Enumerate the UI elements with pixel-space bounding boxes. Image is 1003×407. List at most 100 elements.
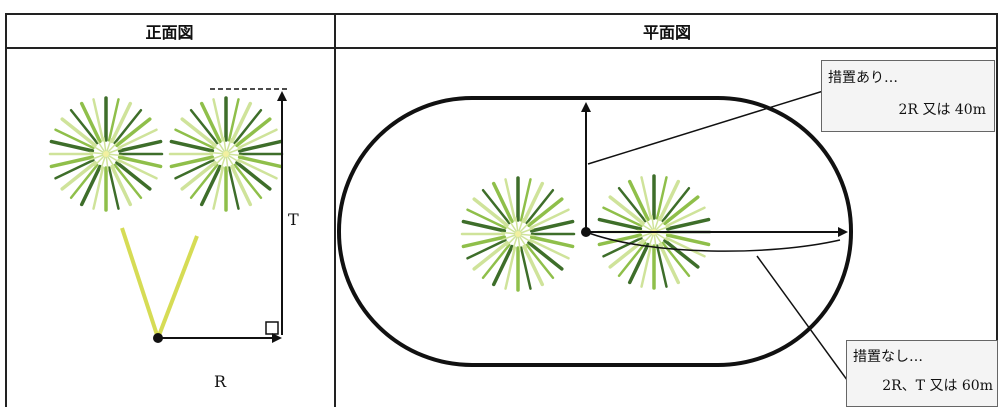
- with-measures-title: 措置あり…: [828, 70, 898, 86]
- burst-ray: [472, 240, 509, 271]
- burst-ray: [49, 139, 95, 153]
- height-label: T: [288, 210, 299, 229]
- burst-ray: [461, 219, 507, 233]
- burst-ray: [230, 164, 253, 207]
- firework-burst-plan-right: [596, 174, 712, 290]
- with-measures-distance: 2R 又は 40m: [898, 102, 986, 118]
- burst-ray: [54, 128, 95, 150]
- burst-ray: [665, 236, 706, 258]
- header-row: [5, 13, 998, 49]
- burst-ray: [113, 163, 143, 200]
- burst-ray: [49, 155, 95, 169]
- burst-ray: [199, 164, 222, 207]
- burst-ray: [115, 160, 152, 191]
- burst-ray: [174, 158, 215, 180]
- burst-ray: [527, 197, 564, 228]
- burst-ray: [525, 243, 555, 280]
- burst-ray: [529, 238, 570, 260]
- burst-ray: [640, 244, 653, 288]
- burst-ray: [69, 163, 99, 200]
- burst-ray: [180, 117, 217, 148]
- column-divider: [334, 13, 336, 407]
- burst-ray: [527, 240, 564, 271]
- firework-burst-front-right: [168, 96, 284, 212]
- burst-ray: [663, 238, 700, 269]
- burst-ray: [602, 236, 643, 258]
- burst-ray: [529, 219, 575, 233]
- burst-ray: [504, 178, 517, 222]
- burst-ray: [237, 158, 278, 180]
- burst-ray: [79, 164, 102, 207]
- launch-trails: [120, 227, 199, 339]
- burst-ray: [466, 238, 507, 260]
- burst-ray: [597, 233, 643, 247]
- burst-ray: [640, 176, 653, 220]
- burst-ray: [522, 181, 545, 224]
- firework-burst-front-left: [48, 96, 164, 212]
- burst-ray: [665, 233, 711, 247]
- burst-ray: [212, 98, 225, 142]
- burst-ray: [237, 128, 278, 150]
- burst-ray: [212, 166, 225, 210]
- burst-ray: [79, 101, 102, 144]
- burst-ray: [627, 242, 650, 285]
- burst-ray: [525, 188, 555, 225]
- burst-ray: [60, 160, 97, 191]
- burst-ray: [227, 98, 240, 142]
- burst-core: [103, 151, 109, 157]
- burst-ray: [519, 178, 532, 222]
- burst-ray: [60, 117, 97, 148]
- burst-ray: [69, 108, 99, 145]
- burst-ray: [92, 98, 105, 142]
- burst-ray: [481, 243, 511, 280]
- burst-ray: [235, 117, 272, 148]
- burst-ray: [169, 155, 215, 169]
- burst-ray: [658, 242, 681, 285]
- measurement-curve: [585, 231, 841, 252]
- firework-burst-plan-left: [460, 176, 576, 292]
- burst-ray: [110, 164, 133, 207]
- burst-ray: [235, 160, 272, 191]
- burst-ray: [597, 217, 643, 231]
- burst-ray: [180, 160, 217, 191]
- burst-ray: [665, 217, 711, 231]
- burst-ray: [199, 101, 222, 144]
- burst-ray: [117, 158, 158, 180]
- burst-ray: [233, 108, 263, 145]
- burst-ray: [107, 98, 120, 142]
- burst-ray: [230, 101, 253, 144]
- burst-ray: [491, 244, 514, 287]
- burst-ray: [113, 108, 143, 145]
- burst-ray: [519, 246, 532, 290]
- burst-ray: [237, 155, 283, 169]
- without-measures-distance: 2R、T 又は 60m: [882, 378, 993, 394]
- burst-ray: [522, 244, 545, 287]
- burst-ray: [602, 206, 643, 228]
- burst-ray: [529, 235, 575, 249]
- burst-ray: [504, 246, 517, 290]
- callout-leader-top: [587, 87, 834, 165]
- burst-ray: [466, 208, 507, 230]
- callout-with-measures: 措置あり… 2R 又は 40m: [821, 60, 995, 132]
- table-frame: [5, 13, 998, 407]
- burst-ray: [661, 186, 691, 223]
- burst-ray: [189, 108, 219, 145]
- safety-zone-boundary: [337, 96, 853, 367]
- radius-label: R: [214, 372, 227, 391]
- burst-ray: [481, 188, 511, 225]
- burst-ray: [110, 101, 133, 144]
- burst-ray: [627, 179, 650, 222]
- burst-ray: [655, 176, 668, 220]
- burst-ray: [663, 195, 700, 226]
- burst-ray: [461, 235, 507, 249]
- burst-ray: [117, 155, 163, 169]
- burst-ray: [54, 158, 95, 180]
- burst-ray: [658, 179, 681, 222]
- burst-ray: [617, 186, 647, 223]
- burst-core: [515, 231, 521, 237]
- burst-ray: [92, 166, 105, 210]
- burst-ray: [117, 139, 163, 153]
- burst-ray: [233, 163, 263, 200]
- without-measures-title: 措置なし…: [853, 349, 923, 365]
